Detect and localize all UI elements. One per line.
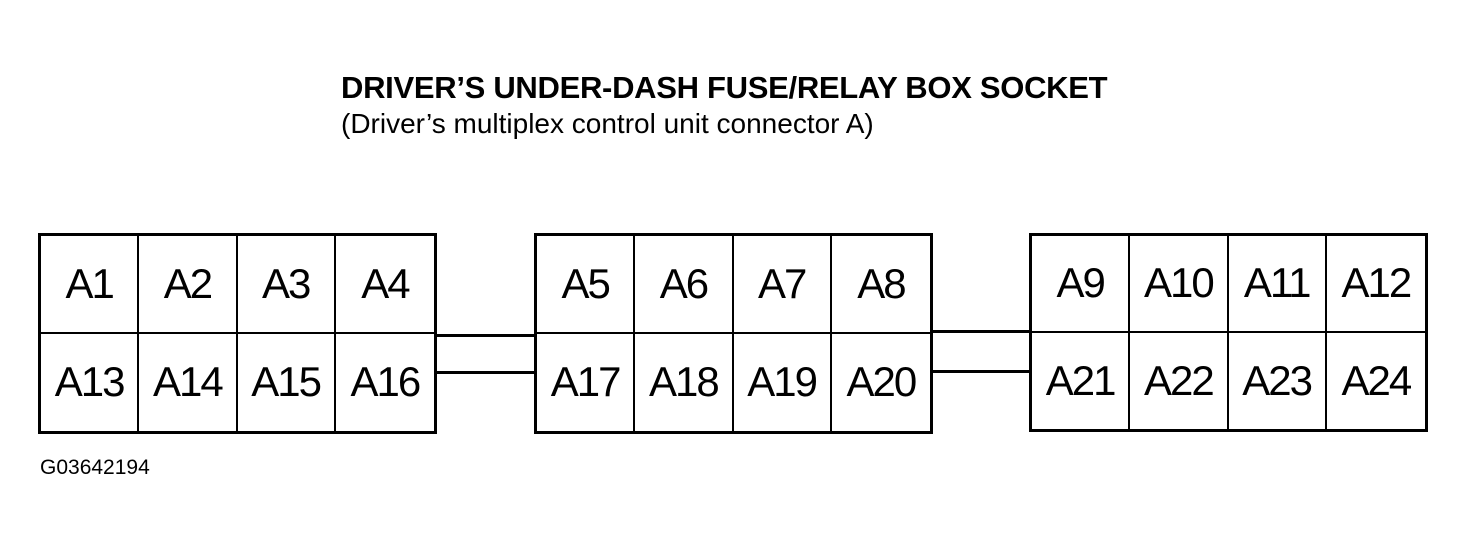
connector-block-1: A1 A2 A3 A4 A13 A14 A15 A16 (38, 233, 437, 434)
connector-block-2: A5 A6 A7 A8 A17 A18 A19 A20 (534, 233, 933, 434)
terminal-cell: A3 (237, 236, 336, 334)
terminal-cell: A5 (537, 236, 636, 334)
terminal-cell: A2 (139, 236, 238, 334)
terminal-cell: A10 (1130, 236, 1229, 333)
terminal-cell: A4 (335, 236, 434, 334)
terminal-cell: A24 (1341, 356, 1413, 404)
terminal-cell: A8 (831, 236, 930, 334)
terminal-cell: A20 (846, 358, 918, 406)
connector-block-3: A9 A10 A11 A12 A21 A22 A23 A24 (1029, 233, 1428, 432)
diagram-title: DRIVER’S UNDER-DASH FUSE/RELAY BOX SOCKE… (341, 70, 1108, 105)
terminal-cell: A23 (1229, 332, 1327, 429)
terminal-cell: A14 (139, 333, 238, 431)
terminal-cell: A15 (238, 333, 336, 431)
terminal-cell: A22 (1130, 332, 1229, 429)
terminal-cell: A16 (350, 358, 422, 406)
terminal-cell: A19 (734, 333, 832, 431)
terminal-cell: A12 (1326, 236, 1425, 333)
terminal-cell: A6 (635, 236, 734, 334)
terminal-cell: A7 (733, 236, 832, 334)
connector-wire (930, 370, 1032, 373)
terminal-cell: A1 (41, 236, 140, 334)
terminal-cell: A9 (1032, 236, 1131, 333)
connector-wire (434, 371, 537, 374)
terminal-cell: A13 (41, 333, 140, 431)
figure-code: G03642194 (40, 456, 150, 479)
terminal-cell: A17 (537, 333, 636, 431)
terminal-cell: A18 (635, 333, 734, 431)
terminal-cell: A21 (1032, 332, 1131, 429)
connector-wire (434, 334, 537, 337)
connector-wire (930, 330, 1032, 333)
diagram-subtitle: (Driver’s multiplex control unit connect… (341, 108, 874, 139)
terminal-cell: A11 (1228, 236, 1327, 333)
